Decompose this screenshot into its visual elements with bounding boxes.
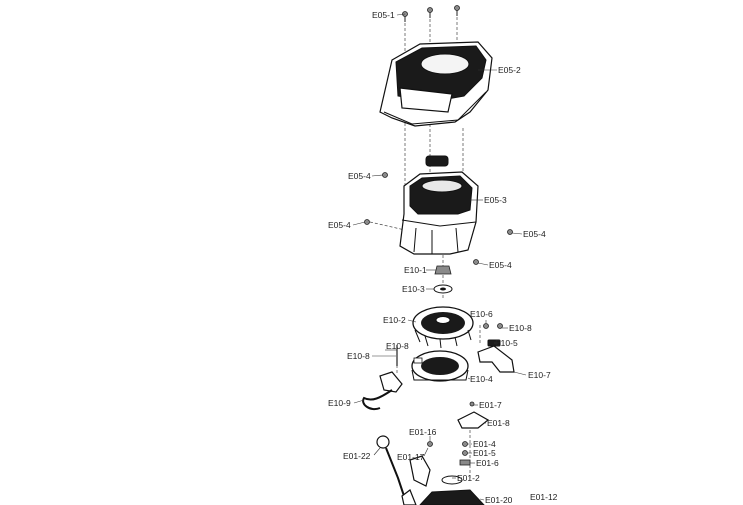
callout-labels: E05-1 E05-2 E05-4 E05-3 E05-4 E05-4 E05-… xyxy=(328,10,558,505)
label-e10-5: E10-5 xyxy=(495,338,518,348)
label-e01-4: E01-4 xyxy=(473,439,496,449)
label-e01-16: E01-16 xyxy=(409,427,437,437)
leader-lines xyxy=(352,13,527,501)
label-e05-4-b: E05-4 xyxy=(328,220,351,230)
label-e01-7: E01-7 xyxy=(479,400,502,410)
label-e05-4-d: E05-4 xyxy=(489,260,512,270)
small-hardware-stack xyxy=(459,441,471,466)
label-e10-6: E10-6 xyxy=(470,309,493,319)
flywheel xyxy=(412,306,474,349)
label-e05-1: E05-1 xyxy=(372,10,395,20)
flywheel-nut-washer xyxy=(433,265,453,294)
label-e01-12: E01-12 xyxy=(530,492,558,502)
top-screws xyxy=(402,5,460,22)
label-e05-4-a: E05-4 xyxy=(348,171,371,181)
label-e10-9: E10-9 xyxy=(328,398,351,408)
label-e10-4: E10-4 xyxy=(470,374,493,384)
label-e01-17: E01-17 xyxy=(397,452,425,462)
label-e05-2: E05-2 xyxy=(498,65,521,75)
label-e10-2: E10-2 xyxy=(383,315,406,325)
label-e10-8-a: E10-8 xyxy=(509,323,532,333)
label-e01-20: E01-20 xyxy=(485,495,513,505)
engine-cover xyxy=(379,41,493,127)
label-e01-8: E01-8 xyxy=(487,418,510,428)
blower-housing xyxy=(399,155,479,255)
label-e10-8-c: E10-8 xyxy=(347,351,370,361)
label-e10-1: E10-1 xyxy=(404,265,427,275)
label-e01-22: E01-22 xyxy=(343,451,371,461)
spark-plug-wire xyxy=(362,345,403,410)
throttle-bracket xyxy=(457,401,490,429)
lower-assembly-parts xyxy=(401,441,485,505)
label-e05-4-c: E05-4 xyxy=(523,229,546,239)
label-e01-6: E01-6 xyxy=(476,458,499,468)
ignition-rotor xyxy=(411,350,469,382)
label-e10-8-b: E10-8 xyxy=(386,341,409,351)
label-e01-5: E01-5 xyxy=(473,448,496,458)
label-e10-3: E10-3 xyxy=(402,284,425,294)
oil-dipstick xyxy=(376,435,405,497)
label-e01-2: E01-2 xyxy=(457,473,480,483)
label-e05-3: E05-3 xyxy=(484,195,507,205)
housing-bolts xyxy=(364,172,513,265)
label-e10-7: E10-7 xyxy=(528,370,551,380)
